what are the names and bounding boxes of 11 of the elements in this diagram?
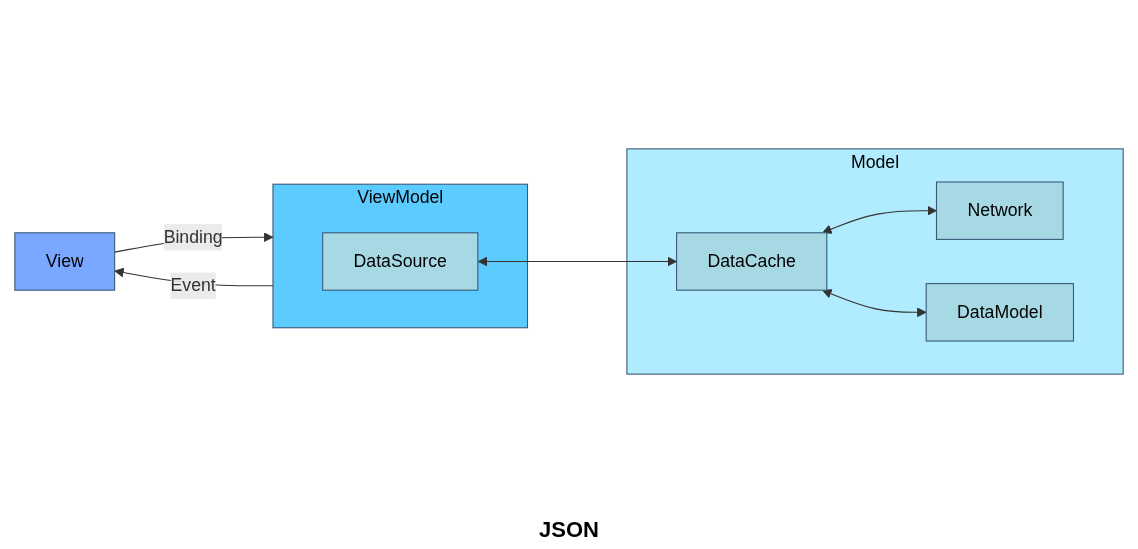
- node-box: DataSource: [322, 232, 479, 291]
- edge-label: Event: [170, 275, 216, 295]
- node-box: DataModel: [925, 283, 1074, 342]
- note-text: JSON: [539, 517, 599, 542]
- arrow: [822, 205, 937, 234]
- arrow: [822, 289, 927, 318]
- edge-label: Binding: [163, 227, 223, 247]
- node-box: DataCache: [676, 232, 828, 291]
- node-box: View: [14, 232, 116, 291]
- arrow: [477, 256, 677, 267]
- node-box: Network: [935, 181, 1064, 240]
